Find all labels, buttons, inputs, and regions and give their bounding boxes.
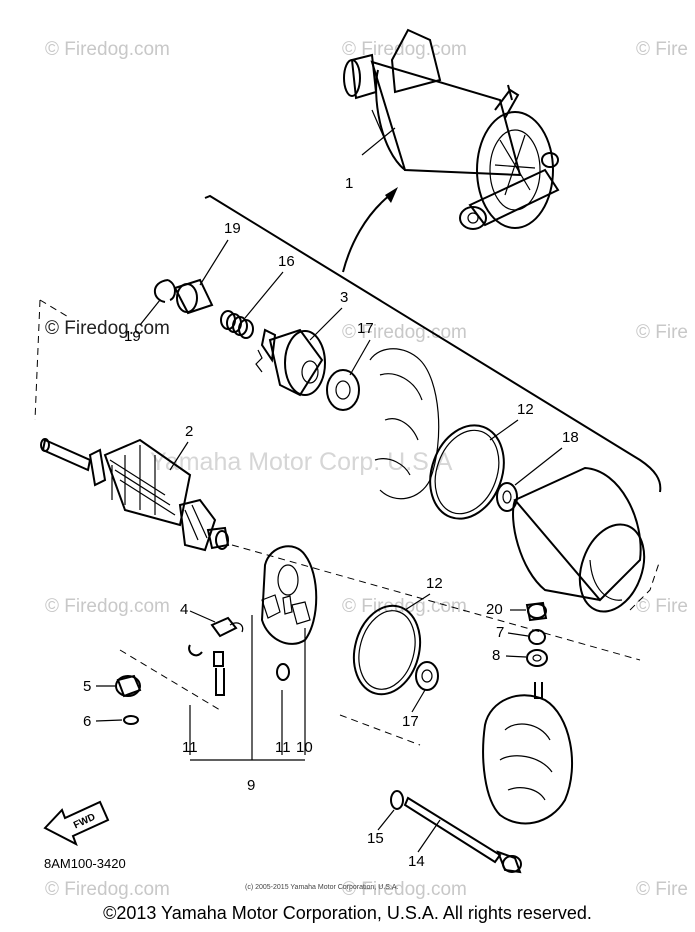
small-notice: (c) 2005-2015 Yamaha Motor Corporation, … — [245, 884, 398, 891]
spring-part — [220, 310, 254, 339]
callout-8: 8 — [492, 647, 500, 664]
pinion-part — [255, 328, 326, 397]
watermark-firedog-cut: © Fire — [636, 322, 688, 343]
callout-16: 16 — [278, 253, 295, 270]
watermark-firedog: © Firedog.com — [342, 596, 467, 617]
yoke-housing-part — [512, 466, 646, 613]
callout-2: 2 — [185, 423, 193, 440]
callout-1: 1 — [345, 175, 353, 192]
fwd-arrow-icon: FWD — [43, 800, 110, 847]
watermark-firedog: © Firedog.com — [45, 39, 170, 60]
callout-4: 4 — [180, 601, 188, 618]
watermark-firedog-cut: © Fire — [636, 596, 688, 617]
watermark-firedog: © Firedog.com — [45, 879, 170, 900]
callout-19-clip: 19 — [124, 328, 141, 345]
starter-motor-assembly — [343, 28, 560, 230]
watermark-firedog: © Firedog.com — [45, 596, 170, 617]
rear-cover-part — [482, 682, 573, 825]
watermark-firedog: © Firedog.com — [342, 322, 467, 343]
diagram-code: 8AM100-3420 — [44, 856, 126, 871]
front-cover-part — [369, 348, 440, 500]
copyright-footer: ©2013 Yamaha Motor Corporation, U.S.A. A… — [103, 903, 592, 923]
watermark-layer: © Firedog.com © Firedog.com © Fire © Fir… — [45, 39, 688, 900]
fwd-label: FWD — [72, 812, 97, 832]
callout-9: 9 — [247, 777, 255, 794]
callout-20: 20 — [486, 601, 503, 618]
callout-17-upper: 17 — [357, 320, 374, 337]
callout-15: 15 — [367, 830, 384, 847]
callout-12-lower: 12 — [426, 575, 443, 592]
watermark-firedog-cut: © Fire — [636, 879, 688, 900]
callout-12-upper: 12 — [517, 401, 534, 418]
callout-3: 3 — [340, 289, 348, 306]
watermark-firedog-owner: © Firedog.com — [45, 318, 170, 339]
watermark-firedog-cut: © Fire — [636, 39, 688, 60]
armature-part — [40, 438, 230, 552]
callout-10: 10 — [296, 739, 313, 756]
callout-18: 18 — [562, 429, 579, 446]
watermark-firedog: © Firedog.com — [342, 879, 467, 900]
callout-5: 5 — [83, 678, 91, 695]
callout-11-right: 11 — [275, 739, 291, 756]
callout-17-lower: 17 — [402, 713, 419, 730]
brush-plate-part — [260, 545, 318, 645]
callout-19-collar: 19 — [224, 220, 241, 237]
watermark-yamaha-center: Yamaha Motor Corp. U.S.A — [150, 448, 453, 476]
callout-6: 6 — [83, 713, 91, 730]
watermark-firedog: © Firedog.com — [342, 39, 467, 60]
callout-14: 14 — [408, 853, 425, 870]
callout-11-left: 11 — [182, 739, 198, 756]
callout-7: 7 — [496, 624, 504, 641]
